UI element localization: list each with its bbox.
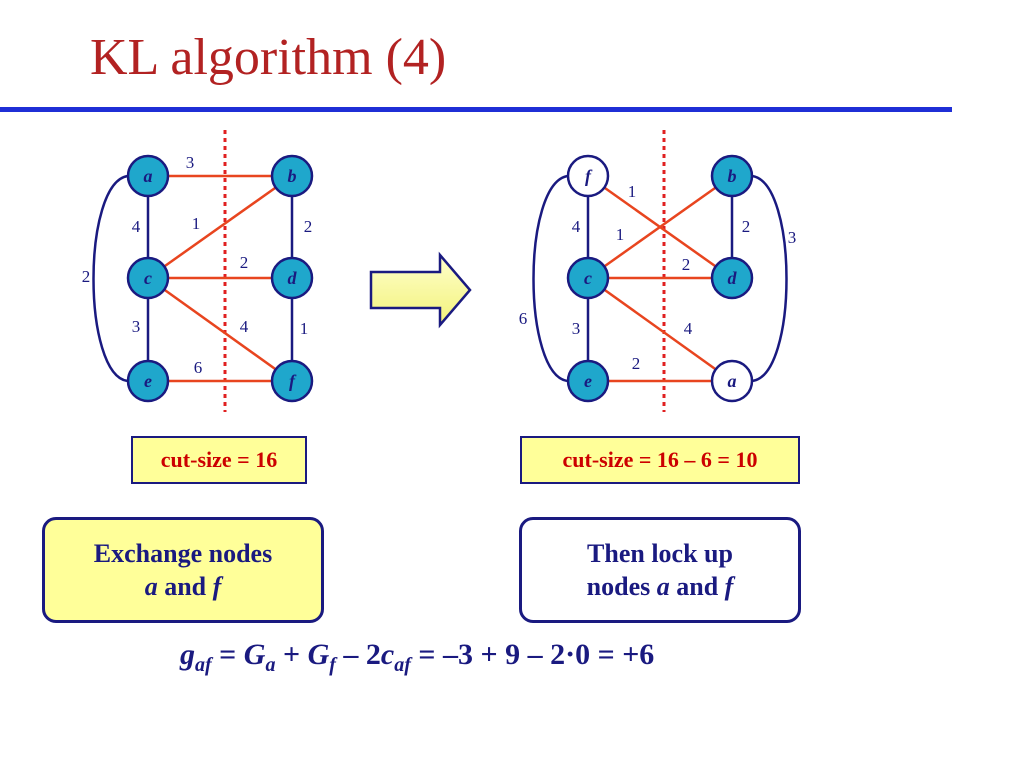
node-d-right: d xyxy=(710,256,754,300)
cut-size-right: cut-size = 16 – 6 = 10 xyxy=(520,436,800,484)
node-a: a xyxy=(126,154,170,198)
gain-formula: gaf = Ga + Gf – 2caf = –3 + 9 – 2·0 = +6 xyxy=(180,638,654,677)
label-ba: 3 xyxy=(788,228,797,247)
label-df: 1 xyxy=(300,319,309,338)
exchange-note-line1: Exchange nodes xyxy=(93,539,273,568)
node-a-right-label: a xyxy=(728,371,737,391)
lock-note-line1: Then lock up xyxy=(587,539,733,568)
node-c-right: c xyxy=(566,256,610,300)
lock-node-a: a xyxy=(656,572,670,601)
formula-eq1: = xyxy=(211,638,244,671)
slide-title: KL algorithm (4) xyxy=(90,29,447,86)
formula-g-sub: af xyxy=(195,654,212,676)
label-cd: 2 xyxy=(240,253,249,272)
edge-c-a xyxy=(587,276,733,383)
edge-b-a xyxy=(751,174,788,383)
label-cb-right: 1 xyxy=(616,225,625,244)
cut-size-left: cut-size = 16 xyxy=(131,436,307,484)
lock-nodes: nodes xyxy=(586,572,657,601)
node-f: f xyxy=(270,359,314,403)
exchange-note-line2: a and f xyxy=(45,570,321,603)
exchange-note: Exchange nodes a and f xyxy=(42,517,324,623)
edge-f-e xyxy=(532,174,569,383)
node-d-right-label: d xyxy=(728,268,738,288)
lock-and: and xyxy=(669,572,725,601)
node-e-right-label: e xyxy=(584,371,592,391)
label-fc: 4 xyxy=(572,217,581,236)
node-b-label: b xyxy=(288,166,297,186)
node-f-label: f xyxy=(289,371,297,391)
label-ab: 3 xyxy=(186,153,195,172)
node-c: c xyxy=(126,256,170,300)
node-b-right: b xyxy=(710,154,754,198)
label-cd-right: 2 xyxy=(682,255,691,274)
node-d-label: d xyxy=(288,268,298,288)
label-ac: 4 xyxy=(132,217,141,236)
title-underline xyxy=(0,107,952,112)
left-graph: 3 4 1 2 2 2 3 4 1 6 a b c d e xyxy=(82,130,314,412)
node-b: b xyxy=(270,154,314,198)
formula-plus: + xyxy=(275,638,308,671)
node-d: d xyxy=(270,256,314,300)
formula-c: c xyxy=(380,638,395,671)
node-c-right-label: c xyxy=(584,268,592,288)
node-e-right: e xyxy=(566,359,610,403)
formula-G1-sub: a xyxy=(265,654,276,676)
label-ef: 6 xyxy=(194,358,203,377)
formula-rest: = –3 + 9 – 2·0 = +6 xyxy=(410,638,655,671)
node-a-label: a xyxy=(144,166,153,186)
label-bd: 2 xyxy=(304,217,313,236)
label-ce: 3 xyxy=(132,317,141,336)
edge-c-b-right xyxy=(587,174,733,280)
edge-a-e xyxy=(92,174,129,383)
lock-node-f: f xyxy=(724,572,734,601)
formula-G1: G xyxy=(243,638,266,671)
label-fd: 1 xyxy=(628,182,637,201)
label-ae: 2 xyxy=(82,267,91,286)
right-graph: 1 4 1 2 3 2 6 3 4 2 f b c d e xyxy=(519,130,797,412)
formula-G2: G xyxy=(307,638,330,671)
label-cb: 1 xyxy=(192,214,201,233)
node-f-right: f xyxy=(566,154,610,198)
label-ce-right: 3 xyxy=(572,319,581,338)
formula-g: g xyxy=(180,638,195,671)
exchange-node-a: a xyxy=(144,572,158,601)
edge-c-b xyxy=(147,174,293,280)
node-f-right-label: f xyxy=(585,166,593,186)
node-a-right: a xyxy=(710,359,754,403)
exchange-node-f: f xyxy=(212,572,222,601)
label-ca: 4 xyxy=(684,319,693,338)
node-c-label: c xyxy=(144,268,152,288)
label-bd-right: 2 xyxy=(742,217,751,236)
label-ea: 2 xyxy=(632,354,641,373)
edge-c-f xyxy=(147,276,293,383)
node-b-right-label: b xyxy=(728,166,737,186)
lock-note-line2: nodes a and f xyxy=(522,570,798,603)
node-e-label: e xyxy=(144,371,152,391)
exchange-and: and xyxy=(157,572,213,601)
formula-c-sub: af xyxy=(394,654,411,676)
formula-G2-sub: f xyxy=(329,654,336,676)
label-cf: 4 xyxy=(240,317,249,336)
label-fe: 6 xyxy=(519,309,528,328)
transition-arrow-icon xyxy=(369,251,472,329)
node-e: e xyxy=(126,359,170,403)
lock-note: Then lock up nodes a and f xyxy=(519,517,801,623)
formula-minus: – 2 xyxy=(335,638,381,671)
